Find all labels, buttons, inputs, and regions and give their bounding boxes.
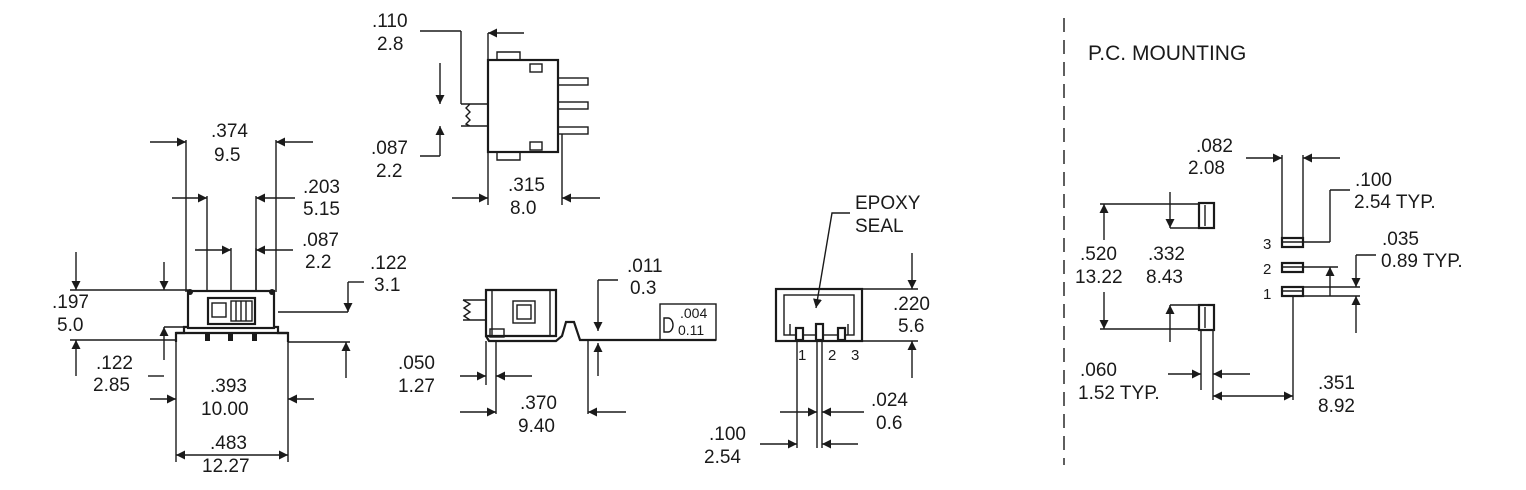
end-view: EPOXY SEAL .220 5.6 1 2 3 .024 0.6 .100 …	[704, 193, 930, 468]
front-standoff-mm: 2.85	[93, 375, 130, 396]
pcb-rowspacing-mm: 8.92	[1318, 396, 1355, 417]
side-offset-in: .050	[398, 353, 435, 374]
side-length-in: .370	[520, 393, 557, 414]
front-actuator-in: .087	[302, 230, 339, 251]
end-epoxy-line1: EPOXY	[855, 193, 921, 214]
top-actuator-len-in: .110	[372, 11, 408, 32]
pcb-padw-mm: 1.52 TYP.	[1078, 383, 1160, 404]
top-depth-in: .315	[508, 175, 545, 196]
top-depth-mm: 8.0	[510, 198, 536, 219]
pcb-offset-in: .332	[1148, 244, 1185, 265]
front-bodywidth-mm: 10.00	[201, 399, 249, 420]
front-bodywidth-in: .393	[210, 376, 247, 397]
pcb-holedia-in: .035	[1382, 229, 1419, 250]
front-width-in: .374	[211, 121, 248, 142]
front-standoff-in: .122	[96, 353, 133, 374]
top-actuator-w-in: .087	[371, 138, 408, 159]
side-view: .011 0.3 .004 0.11 .050 1.27 .370 9.40	[398, 256, 717, 437]
pcb-mounting-view: P.C. MOUNTING	[1075, 42, 1463, 417]
front-actuator-mm: 2.2	[305, 252, 331, 273]
pcb-hole-mm: 2.08	[1188, 158, 1225, 179]
top-actuator-len-mm: 2.8	[377, 34, 403, 55]
front-height-mm: 5.0	[57, 315, 83, 336]
side-flatness-in: .004	[680, 305, 707, 321]
pcb-padw-in: .060	[1080, 360, 1117, 381]
front-stroke-in: .122	[370, 253, 407, 274]
top-actuator-w-mm: 2.2	[376, 161, 402, 182]
end-pin-1: 1	[798, 347, 806, 364]
top-view: .110 2.8 .087 2.2 .315 8.0	[371, 11, 600, 219]
front-width-mm: 9.5	[214, 145, 240, 166]
pcb-rowspacing-in: .351	[1318, 373, 1355, 394]
pcb-span-mm: 13.22	[1075, 267, 1123, 288]
end-pitch-in: .100	[709, 424, 746, 445]
pcb-pin-1: 1	[1263, 286, 1271, 303]
end-pin-2: 2	[828, 347, 836, 364]
front-view: .374 9.5 .203 5.15 .087 2.2 .122 3.1 .19…	[52, 121, 407, 477]
front-height-in: .197	[52, 292, 89, 313]
end-epoxy-line2: SEAL	[855, 216, 904, 237]
end-height-mm: 5.6	[898, 316, 924, 337]
end-pinwidth-mm: 0.6	[876, 413, 902, 434]
front-overall-in: .483	[210, 433, 247, 454]
pcb-pin-2: 2	[1263, 261, 1271, 278]
pcb-span-in: .520	[1080, 244, 1117, 265]
side-offset-mm: 1.27	[398, 376, 435, 397]
end-pinwidth-in: .024	[871, 390, 908, 411]
front-overall-mm: 12.27	[202, 456, 250, 477]
side-length-mm: 9.40	[518, 416, 555, 437]
pcb-offset-mm: 8.43	[1146, 267, 1183, 288]
pcb-pin-3: 3	[1263, 236, 1271, 253]
pcb-holedia-mm: 0.89 TYP.	[1381, 251, 1463, 272]
pcb-hole-in: .082	[1196, 136, 1233, 157]
end-pin-3: 3	[851, 347, 859, 364]
front-inner-in: .203	[303, 177, 340, 198]
side-thickness-in: .011	[627, 256, 663, 277]
pcb-pitch-mm: 2.54 TYP.	[1354, 192, 1436, 213]
end-height-in: .220	[893, 294, 930, 315]
end-pitch-mm: 2.54	[704, 447, 741, 468]
front-stroke-mm: 3.1	[374, 275, 400, 296]
pcb-pitch-in: .100	[1355, 170, 1392, 191]
pcb-title: P.C. MOUNTING	[1088, 42, 1246, 65]
front-inner-mm: 5.15	[303, 199, 340, 220]
side-flatness-mm: 0.11	[678, 322, 704, 338]
side-thickness-mm: 0.3	[630, 278, 656, 299]
